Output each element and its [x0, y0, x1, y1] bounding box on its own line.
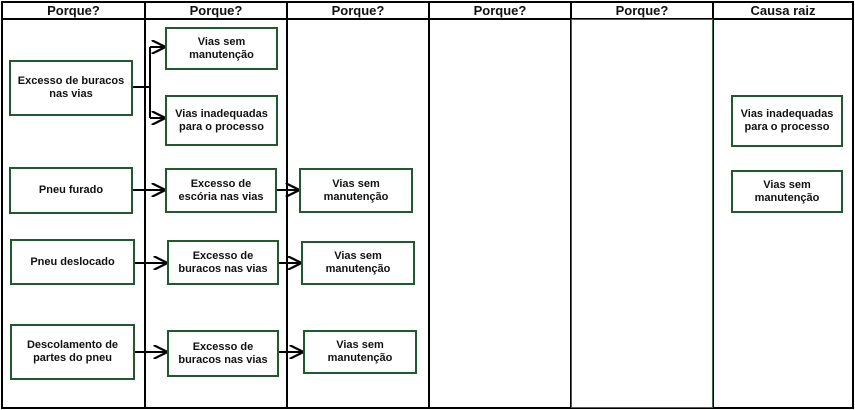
why2-box-row1-b[interactable]: Vias inadequadas para o processo: [165, 95, 278, 146]
why3-box-row4[interactable]: Vias sem manutenção: [303, 330, 417, 374]
why2-box-row4[interactable]: Excesso de buracos nas vias: [167, 330, 279, 377]
header-why-5: Porque?: [615, 3, 669, 18]
why1-box-row3[interactable]: Pneu deslocado: [10, 239, 135, 285]
why3-box-row3[interactable]: Vias sem manutenção: [301, 241, 415, 285]
why2-box-row2[interactable]: Excesso de escória nas vias: [165, 168, 277, 213]
header-why-1: Porque?: [47, 3, 100, 18]
header-why-4: Porque?: [473, 3, 527, 18]
why3-box-row2[interactable]: Vias sem manutenção: [299, 168, 413, 213]
header-why-3: Porque?: [331, 3, 385, 18]
header-why-2: Porque?: [189, 3, 243, 18]
selected-column-highlight[interactable]: [571, 19, 713, 408]
why1-box-row2[interactable]: Pneu furado: [9, 167, 133, 214]
why2-box-row3[interactable]: Excesso de buracos nas vias: [167, 240, 279, 285]
why1-box-row1[interactable]: Excesso de buracos nas vias: [9, 60, 133, 116]
why2-box-row1-a[interactable]: Vias sem manutenção: [165, 27, 278, 70]
header-root-cause: Causa raiz: [750, 3, 816, 18]
root-cause-box-2[interactable]: Vias sem manutenção: [731, 170, 843, 213]
root-cause-box-1[interactable]: Vias inadequadas para o processo: [731, 95, 843, 147]
why1-box-row4[interactable]: Descolamento de partes do pneu: [10, 324, 135, 380]
